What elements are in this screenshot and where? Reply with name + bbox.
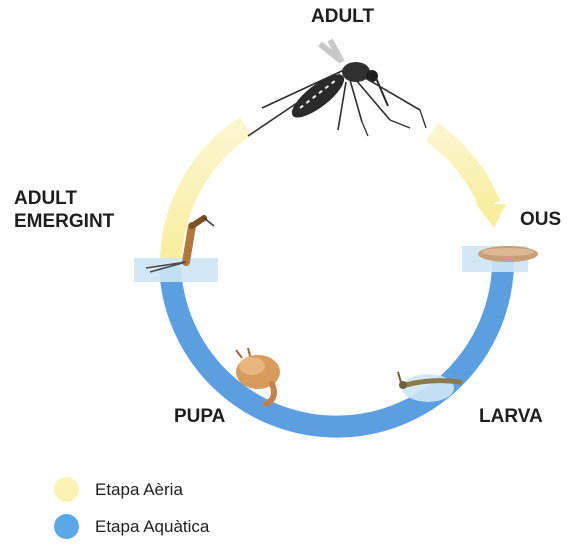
water-ripple-larva — [402, 374, 454, 402]
legend-swatch-aerial — [54, 477, 79, 502]
water-surface-emerging — [134, 258, 218, 282]
stage-label-adult: ADULT — [311, 6, 374, 29]
legend-item-aquatic: Etapa Aquàtica — [54, 514, 209, 539]
aerial-stage-arc-right — [432, 132, 490, 205]
legend-item-aerial: Etapa Aèria — [54, 477, 183, 502]
legend-label-aquatic: Etapa Aquàtica — [95, 517, 209, 537]
stage-label-larva: LARVA — [479, 406, 543, 429]
aerial-stage-arc-left — [171, 126, 246, 258]
cycle-arrowhead — [476, 204, 506, 228]
stage-label-emerging-adult: ADULT EMERGINT — [14, 188, 114, 234]
stage-label-emerging-line2: EMERGINT — [14, 211, 114, 234]
eggs-illustration — [478, 246, 538, 262]
stage-label-eggs: OUS — [520, 209, 561, 232]
stage-label-emerging-line1: ADULT — [14, 188, 114, 211]
aquatic-stage-arc — [170, 255, 503, 427]
legend-swatch-aquatic — [54, 514, 79, 539]
stage-label-pupa: PUPA — [174, 406, 225, 429]
adult-mosquito-illustration — [248, 40, 426, 136]
legend-label-aerial: Etapa Aèria — [95, 480, 183, 500]
